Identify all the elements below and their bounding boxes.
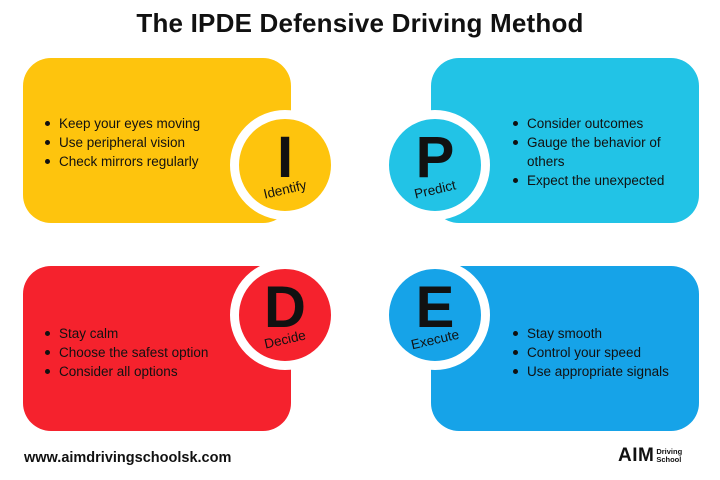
- decide-bullet-1: Stay calm: [43, 324, 248, 343]
- execute-bullet-2: Control your speed: [511, 343, 691, 362]
- execute-bullet-3: Use appropriate signals: [511, 362, 691, 381]
- logo-main-text: AIM: [618, 445, 655, 466]
- decide-bullet-2: Choose the safest option: [43, 343, 248, 362]
- identify-bullet-1: Keep your eyes moving: [43, 114, 243, 133]
- identify-circle: I Identify: [230, 110, 340, 220]
- predict-bullet-1: Consider outcomes: [511, 114, 681, 133]
- execute-bullet-1: Stay smooth: [511, 324, 691, 343]
- aim-logo: AIM Driving School: [618, 445, 682, 467]
- logo-sub-line-1: Driving: [656, 447, 683, 456]
- decide-letter: D: [264, 275, 306, 340]
- website-url: www.aimdrivingschoolsk.com: [24, 450, 232, 466]
- predict-bullet-3: Expect the unexpected: [511, 171, 681, 190]
- identify-bullet-list: Keep your eyes moving Use peripheral vis…: [43, 114, 243, 171]
- execute-circle: E Execute: [380, 260, 490, 370]
- decide-circle: D Decide: [230, 260, 340, 370]
- identify-bullet-3: Check mirrors regularly: [43, 152, 243, 171]
- identify-bullet-2: Use peripheral vision: [43, 133, 243, 152]
- page-title: The IPDE Defensive Driving Method: [136, 8, 584, 38]
- logo-sub-text: Driving School: [656, 448, 682, 464]
- predict-bullet-list: Consider outcomes Gauge the behavior of …: [511, 114, 681, 190]
- decide-bullet-3: Consider all options: [43, 362, 248, 381]
- predict-bullet-2: Gauge the behavior of others: [511, 133, 681, 171]
- logo-sub-line-2: School: [656, 455, 682, 464]
- predict-letter: P: [415, 125, 455, 190]
- predict-circle: P Predict: [380, 110, 490, 220]
- identify-letter: I: [276, 125, 294, 190]
- execute-bullet-list: Stay smooth Control your speed Use appro…: [511, 324, 691, 381]
- execute-letter: E: [415, 275, 455, 340]
- decide-bullet-list: Stay calm Choose the safest option Consi…: [43, 324, 248, 381]
